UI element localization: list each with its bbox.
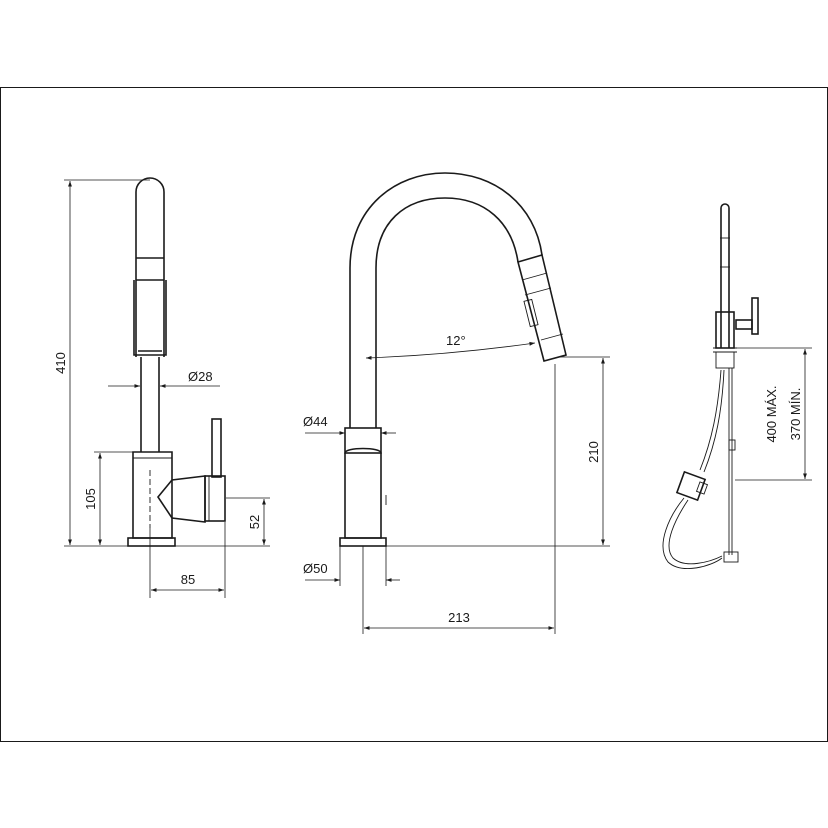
dim-spout-diameter: Ø28 [188,369,213,384]
dim-neck-diameter: Ø44 [303,414,328,429]
dim-total-height: 410 [53,352,68,374]
front-view [339,172,567,547]
side-view-dimensions: 410 105 Ø28 52 85 [53,179,270,598]
dim-base-diameter: Ø50 [303,561,328,576]
dim-hose-max: 400 MÁX. [764,385,779,442]
dim-swivel-angle: 12° [446,333,466,348]
dim-outlet-height: 210 [586,441,601,463]
installation-view [662,203,759,570]
dim-hose-min: 370 MÍN. [788,388,803,441]
drawing-frame [0,87,828,742]
dim-handle-reach: 85 [181,572,195,587]
dim-spout-reach: 213 [448,610,470,625]
side-view [127,177,226,547]
installation-view-dimensions: 400 MÁX. 370 MÍN. [735,347,812,481]
dim-handle-height: 52 [247,515,262,529]
dim-body-height: 105 [83,488,98,510]
front-view-dimensions: 12° Ø44 Ø50 210 213 [303,333,610,634]
